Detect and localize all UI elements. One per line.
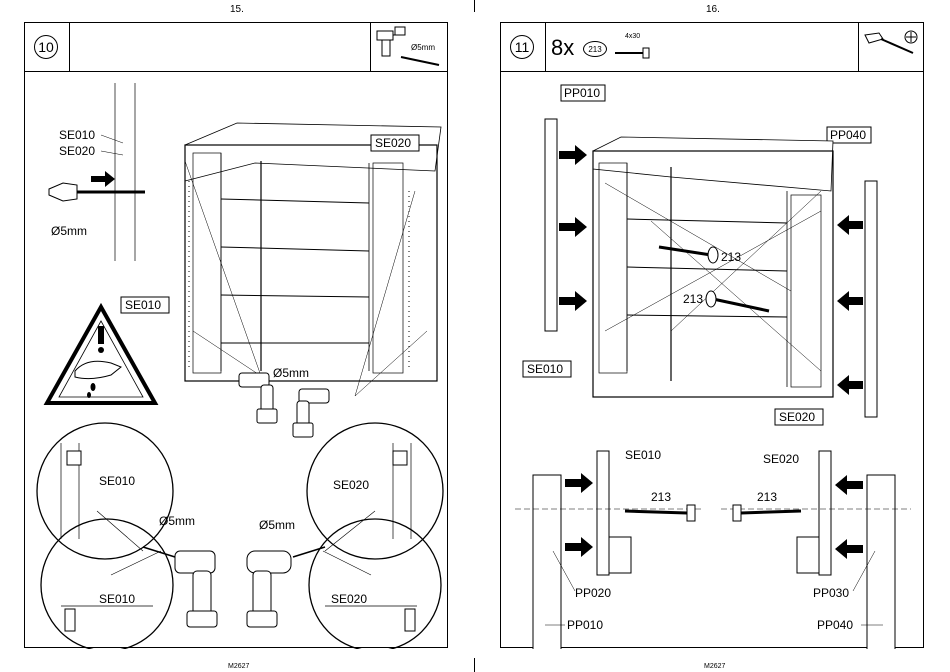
label-det-screw-right: 213 [757, 490, 777, 504]
label-drill-size-side: Ø5mm [51, 224, 87, 238]
arrow-right-icon [565, 473, 593, 557]
step-number: 10 [34, 35, 58, 59]
svg-text:SE020: SE020 [375, 136, 411, 150]
right-footer-code: M2627 [704, 663, 725, 670]
crop-mark-top [474, 0, 475, 12]
detail-circle-bottom-left: SE010 [41, 519, 173, 649]
step-11-header: 11 8x 213 4x30 [501, 23, 923, 72]
label-pp020: PP020 [575, 586, 611, 600]
label-pp010: PP010 [567, 618, 603, 632]
label-se020-box: SE020 [371, 135, 419, 151]
drill-icon [247, 547, 325, 627]
label-pp030: PP030 [813, 586, 849, 600]
drill-icon [143, 547, 217, 627]
label-se020-top: SE020 [59, 144, 95, 158]
label-se010-top: SE010 [59, 128, 95, 142]
part-number-badge: 213 [583, 41, 607, 57]
detail-right-assembly [721, 451, 911, 649]
right-page-number: 16. [706, 4, 720, 15]
screw-213-icon [706, 291, 769, 311]
panel-pp040 [865, 181, 877, 417]
left-page-number: 15. [230, 4, 244, 15]
label-se010-box: SE010 [121, 297, 169, 313]
panel-pp010 [545, 119, 557, 331]
svg-text:SE020: SE020 [333, 478, 369, 492]
crop-mark-bottom [474, 658, 475, 672]
svg-text:SE010: SE010 [125, 298, 161, 312]
label-screw-lower: 213 [683, 292, 703, 306]
label-drill-right: Ø5mm [259, 518, 295, 532]
label-drill-left: Ø5mm [159, 514, 195, 528]
step-10-illustration: SE010 SE020 Ø5mm [25, 71, 449, 649]
warning-triangle-icon [47, 307, 155, 403]
detail-left-assembly [515, 451, 701, 649]
tool-cell [858, 23, 923, 71]
svg-text:PP010: PP010 [564, 86, 600, 100]
drill-tool-icon: Ø5mm [371, 23, 447, 71]
step-11-panel: 11 8x 213 4x30 PP010 [500, 22, 924, 648]
label-det-se010: SE010 [625, 448, 661, 462]
screw-size: 4x30 [625, 33, 640, 40]
label-drill-size-main: Ø5mm [273, 366, 309, 380]
detail-circle-top-left: SE010 [37, 423, 173, 559]
drill-bit-icon [49, 171, 145, 201]
svg-text:SE020: SE020 [779, 410, 815, 424]
tool-size-text: Ø5mm [411, 43, 435, 52]
label-pp010-top: PP010 [561, 85, 605, 101]
step-10-header: 10 Ø5mm [25, 23, 447, 72]
screwdriver-icon [859, 23, 923, 71]
svg-text:PP040: PP040 [830, 128, 866, 142]
tool-cell: Ø5mm [370, 23, 447, 71]
step-11-illustration: PP010 PP040 [501, 71, 925, 649]
svg-text:SE010: SE010 [527, 362, 563, 376]
label-screw-upper: 213 [721, 250, 741, 264]
svg-text:SE010: SE010 [99, 592, 135, 606]
left-footer-code: M2627 [228, 663, 249, 670]
arrow-left-icon [837, 215, 863, 395]
step-number: 11 [510, 35, 534, 59]
detail-circle-bottom-right: SE020 [309, 519, 441, 649]
screw-icon [613, 45, 653, 61]
part-number: 213 [588, 45, 601, 54]
step-number-cell: 11 [501, 23, 546, 71]
label-det-se020: SE020 [763, 452, 799, 466]
step-10-panel: 10 Ø5mm SE010 SE020 [24, 22, 448, 648]
part-quantity: 8x [551, 35, 574, 61]
arrow-left-icon [835, 475, 863, 559]
cabinet-drawing [593, 137, 833, 397]
step-number-cell: 10 [25, 23, 70, 71]
cabinet-drawing [185, 123, 441, 396]
svg-text:SE010: SE010 [99, 474, 135, 488]
label-det-screw-left: 213 [651, 490, 671, 504]
label-pp040: PP040 [817, 618, 853, 632]
screw-213-icon [659, 247, 718, 263]
arrow-right-icon [559, 145, 587, 311]
arrow-right-icon [91, 171, 115, 187]
label-se010-box: SE010 [523, 361, 571, 377]
svg-text:SE020: SE020 [331, 592, 367, 606]
label-se020-box: SE020 [775, 409, 823, 425]
drill-icon [293, 389, 329, 437]
label-pp040-top: PP040 [827, 127, 871, 143]
